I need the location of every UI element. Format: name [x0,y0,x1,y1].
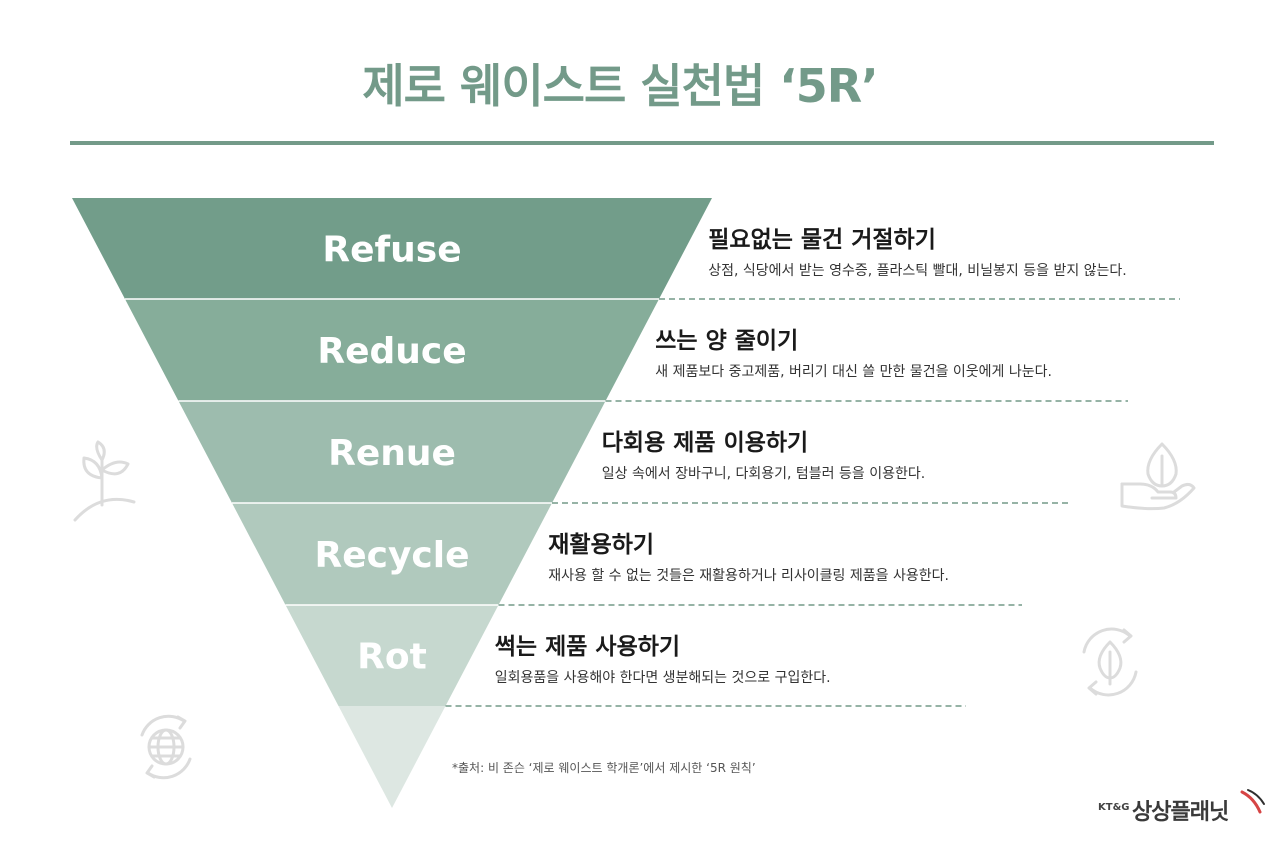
pyramid-tier-reduce [124,299,660,401]
logo-name: 상상플래닛 [1132,800,1229,825]
sprout-icon [73,440,136,522]
tier-label-renue: Renue [328,433,456,474]
tier-heading: 썩는 제품 사용하기 [494,634,681,660]
globe-recycle-icon [140,714,192,780]
pyramid-tier-rot [285,605,499,706]
tier-body: 상점, 식당에서 받는 영수증, 플라스틱 빨대, 비닐봉지 등을 받지 않는다… [708,263,1127,279]
pyramid-tier-recycle [232,503,552,605]
source-note: *출처: 비 존슨 ‘제로 웨이스트 학개론’에서 제시한 ‘5R 원칙’ [452,761,756,775]
leaf-hand-icon [1120,442,1196,511]
leaf-recycle-icon [1082,627,1138,697]
tier-label-rot: Rot [357,637,427,678]
tier-label-refuse: Refuse [322,230,461,271]
logo-swoosh-icon [1240,789,1265,814]
tier-label-recycle: Recycle [314,535,469,576]
pyramid-tier-renue [178,401,606,503]
tier-heading: 필요없는 물건 거절하기 [708,227,936,253]
brand-logo: KT&G 상상플래닛 [1094,788,1266,828]
tier-heading: 재활용하기 [548,532,655,558]
tier-heading: 쓰는 양 줄이기 [655,328,799,354]
tier-body: 일회용품을 사용해야 한다면 생분해되는 것으로 구입한다. [494,670,831,686]
logo-prefix: KT&G [1098,802,1130,813]
pyramid-tip [338,706,446,808]
title-divider [70,141,1214,145]
pyramid-tier-refuse [72,198,712,299]
tier-label-reduce: Reduce [317,331,466,372]
tier-heading: 다회용 제품 이용하기 [601,430,809,456]
page-title: 제로 웨이스트 실천법 ‘5R’ [362,59,878,113]
tier-body: 새 제품보다 중고제품, 버리기 대신 쓸 만한 물건을 이웃에게 나눈다. [655,364,1052,380]
tier-body: 재사용 할 수 없는 것들은 재활용하거나 리사이클링 제품을 사용한다. [548,568,949,584]
tier-body: 일상 속에서 장바구니, 다회용기, 텀블러 등을 이용한다. [601,466,926,482]
